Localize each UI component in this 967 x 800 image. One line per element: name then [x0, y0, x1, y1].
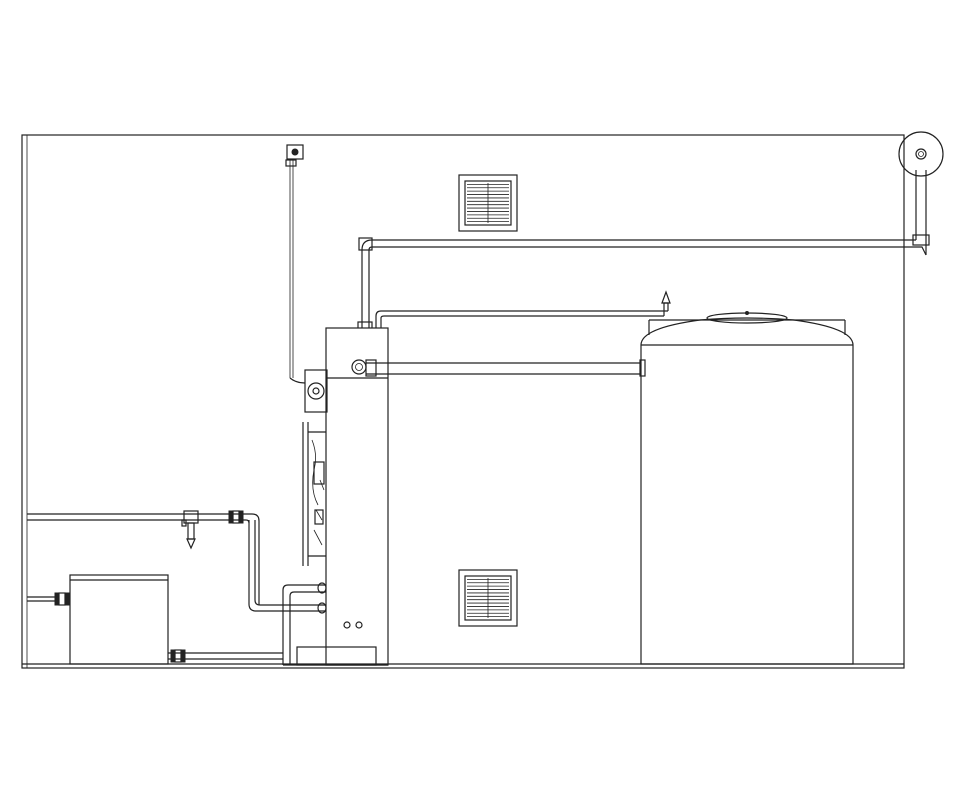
- supply-line-left: [27, 510, 260, 605]
- union-fitting-left: [54, 592, 70, 606]
- tank-feed-pipe: [375, 290, 671, 328]
- wall-vent-bottom: [458, 569, 518, 627]
- tank-connection-pipe: [365, 359, 640, 377]
- control-box: [27, 574, 283, 665]
- sensor-pipe: [285, 144, 304, 378]
- return-pipes: [248, 520, 327, 665]
- valve-left: [181, 510, 199, 550]
- storage-tank: [639, 311, 854, 665]
- flue-terminal: [898, 131, 944, 255]
- boiler-cabinet: [283, 327, 389, 666]
- pump-assembly: [289, 369, 328, 566]
- union-fitting-bottom: [170, 649, 186, 663]
- pressure-gauge: [639, 359, 646, 377]
- wall-vent-top: [458, 174, 518, 232]
- room-outline: [21, 134, 905, 669]
- union-fitting-top: [228, 510, 244, 524]
- flue-pipe: [357, 234, 930, 331]
